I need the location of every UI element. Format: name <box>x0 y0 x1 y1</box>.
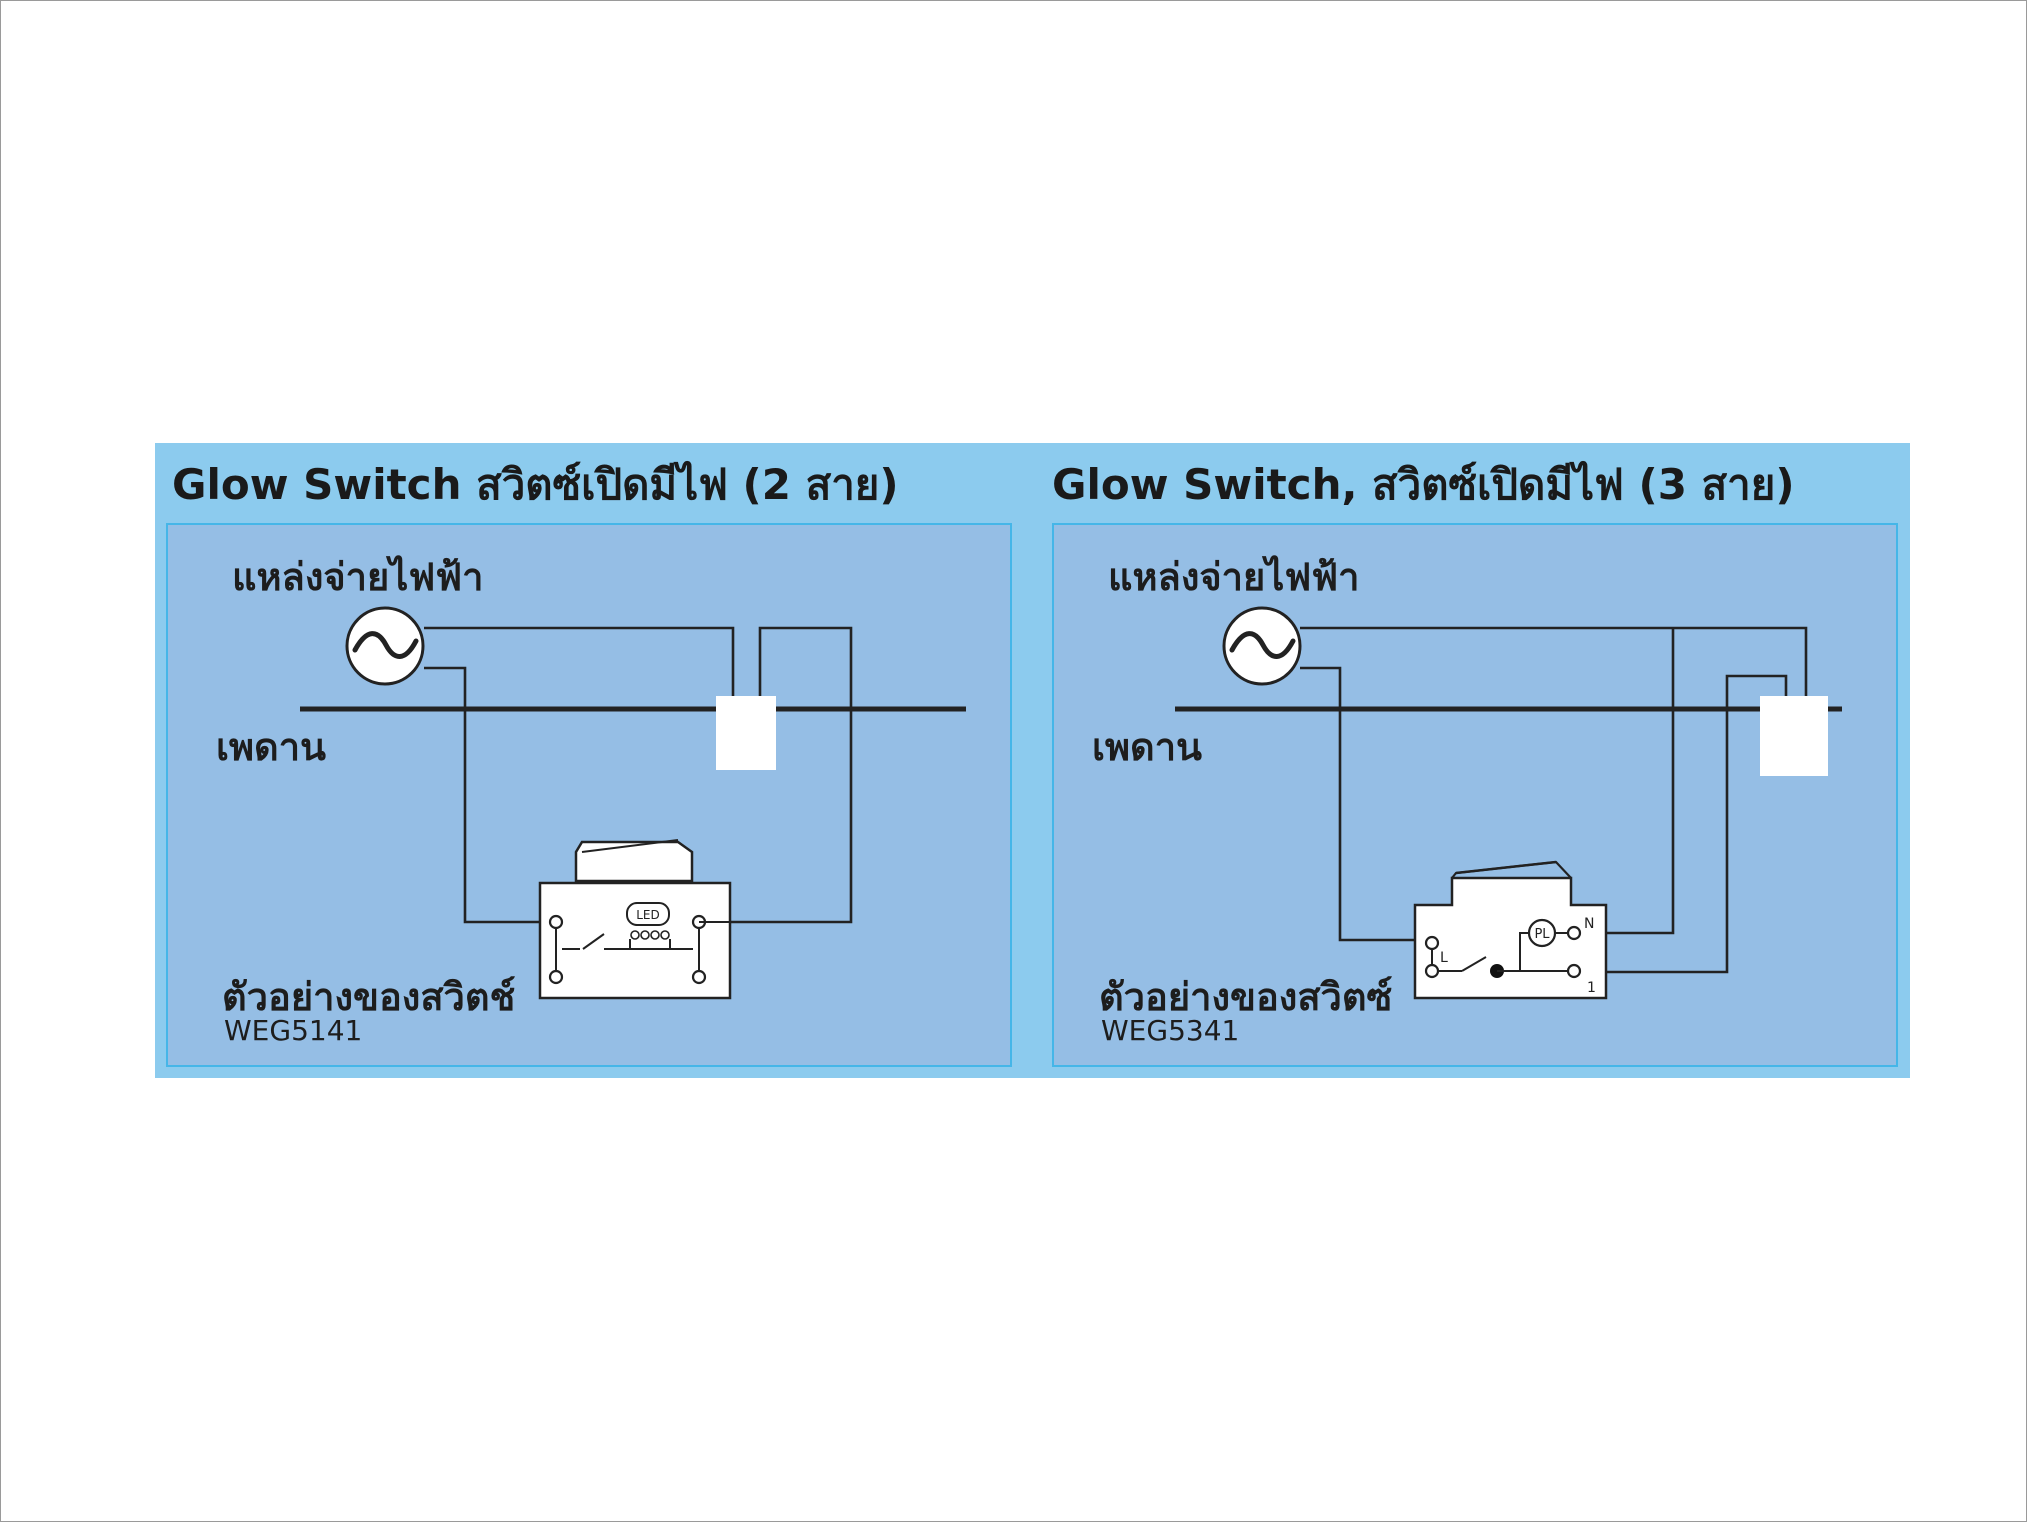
wire-line-to-switch <box>1300 666 1431 942</box>
wiring-diagram-2-wire: LED <box>300 606 966 1000</box>
wire-source-to-switch <box>424 666 556 924</box>
switch-icon-weg5141: LED <box>538 839 732 1000</box>
wire-lamp-to-switch <box>704 626 853 924</box>
switch-example-label: ตัวอย่างของสวิตซ์ <box>1099 975 1393 1019</box>
sine-wave-icon <box>1229 631 1296 659</box>
switch-example-label: ตัวอย่างของสวิตช์ <box>222 975 516 1019</box>
wire-source-to-lamp <box>1300 626 1808 698</box>
wire-neutral-to-switch <box>1574 628 1675 935</box>
switch-indicator-label: PL <box>1534 927 1550 942</box>
ceiling-label: เพดาน <box>1092 725 1203 769</box>
wire-load-to-lamp <box>1574 674 1788 974</box>
switch-model-label: WEG5141 <box>224 1014 363 1047</box>
terminal-load-label: 1 <box>1587 980 1596 996</box>
panel-title-2-wire: Glow Switch สวิตซ์เปิดมีไฟ (2 สาย) <box>172 460 899 509</box>
lamp-box <box>1760 696 1828 776</box>
terminal-neutral-label: N <box>1584 916 1594 932</box>
switch-icon-weg5341: PL L N 1 <box>1413 860 1608 1000</box>
wire-source-to-lamp <box>424 626 735 698</box>
power-source-label: แหล่งจ่ายไฟฟ้า <box>232 555 484 599</box>
power-source-label: แหล่งจ่ายไฟฟ้า <box>1108 555 1360 599</box>
sine-wave-icon <box>352 631 419 659</box>
switch-indicator-label: LED <box>636 908 660 922</box>
lamp-box <box>716 696 776 770</box>
terminal-line-label: L <box>1440 950 1448 966</box>
ceiling-label: เพดาน <box>216 725 327 769</box>
panel-title-3-wire: Glow Switch, สวิตซ์เปิดมีไฟ (3 สาย) <box>1052 460 1795 509</box>
wiring-diagram-3-wire: PL L N 1 <box>1175 606 1842 1000</box>
switch-model-label: WEG5341 <box>1101 1014 1240 1047</box>
